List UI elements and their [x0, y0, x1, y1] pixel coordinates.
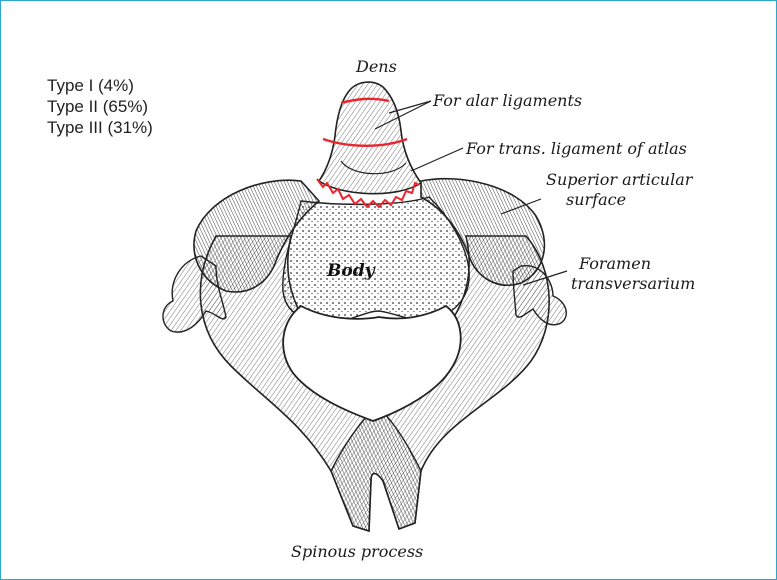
label-alar-ligaments: For alar ligaments [432, 91, 582, 110]
label-spinous-process: Spinous process [291, 542, 423, 561]
vertebral-body [283, 197, 469, 323]
label-body: Body [326, 261, 376, 281]
label-superior-articular-1: Superior articular [546, 170, 694, 189]
label-dens: Dens [355, 57, 397, 76]
label-foramen-2: transversarium [571, 274, 695, 293]
label-foramen-1: Foramen [578, 254, 651, 273]
label-superior-articular-2: surface [566, 190, 626, 209]
label-transverse-ligament: For trans. ligament of atlas [465, 139, 687, 158]
